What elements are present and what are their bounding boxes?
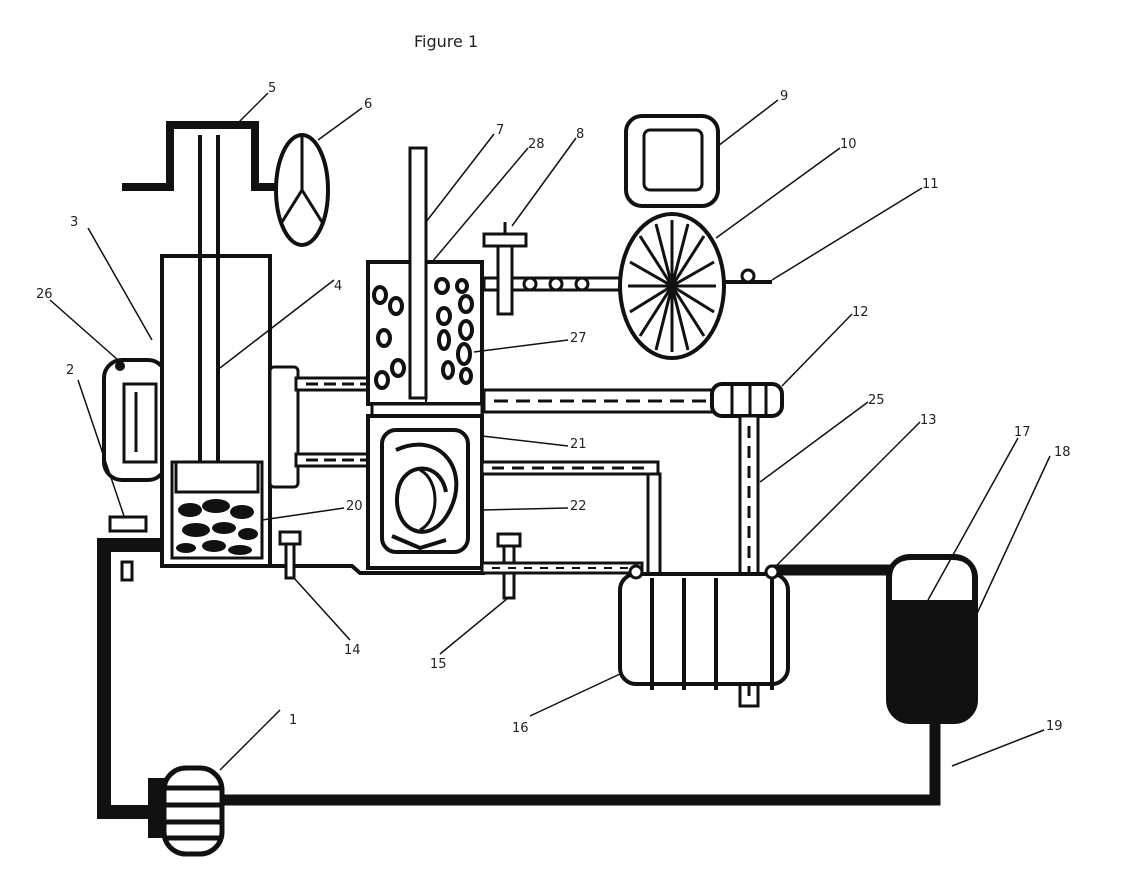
label-27: 27 [570, 331, 587, 346]
label-9: 9 [780, 89, 788, 104]
label-19: 19 [1046, 719, 1063, 734]
upper-chamber-28 [368, 148, 482, 416]
label-28: 28 [528, 137, 545, 152]
collector-9 [626, 116, 718, 206]
turbine-wheel-10 [620, 214, 724, 358]
long-pipe [484, 390, 724, 412]
label-8: 8 [576, 127, 584, 142]
label-17: 17 [1014, 425, 1031, 440]
connector-12 [712, 384, 782, 416]
label-5: 5 [268, 81, 276, 96]
label-20: 20 [346, 499, 363, 514]
pump-1 [148, 768, 222, 854]
crank-5 [122, 125, 300, 187]
label-10: 10 [840, 137, 857, 152]
label-6: 6 [364, 97, 372, 112]
label-7: 7 [496, 123, 504, 138]
label-2: 2 [66, 363, 74, 378]
label-11: 11 [922, 177, 939, 192]
tank-16 [620, 566, 788, 690]
label-25: 25 [868, 393, 885, 408]
exchanger-pipes [270, 367, 376, 487]
label-1: 1 [289, 713, 297, 728]
storage-tank-17 [888, 556, 976, 722]
label-18: 18 [1054, 445, 1071, 460]
shaft-11 [722, 270, 772, 282]
label-12: 12 [852, 305, 869, 320]
label-3: 3 [70, 215, 78, 230]
flywheel-6 [276, 135, 328, 245]
label-14: 14 [344, 643, 361, 658]
label-16: 16 [512, 721, 529, 736]
label-4: 4 [334, 279, 342, 294]
label-22: 22 [570, 499, 587, 514]
label-13: 13 [920, 413, 937, 428]
label-26: 26 [36, 287, 53, 302]
main-pipe-loop [104, 545, 935, 812]
label-21: 21 [570, 437, 587, 452]
valve-8 [484, 222, 526, 314]
side-unit-26 [104, 360, 166, 480]
label-15: 15 [430, 657, 447, 672]
